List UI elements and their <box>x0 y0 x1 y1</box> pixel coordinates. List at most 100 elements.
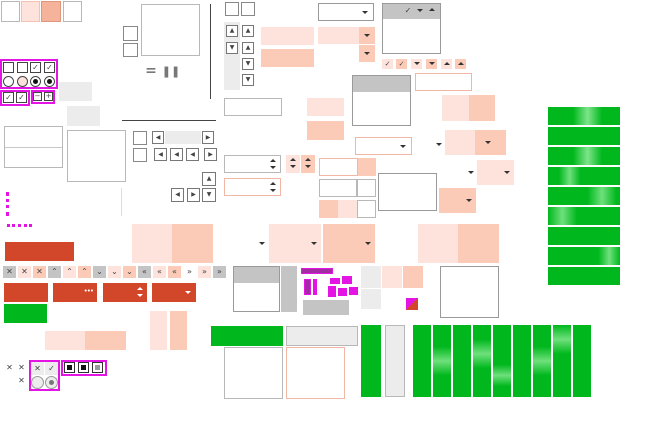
expand-down-hover[interactable]: ⌄ <box>108 266 121 278</box>
combobox-pressed-arrow[interactable] <box>359 45 375 62</box>
flat-button-pressed[interactable] <box>85 331 126 350</box>
checkbox-unchecked[interactable] <box>3 62 14 73</box>
cell-pressed[interactable] <box>319 200 338 218</box>
checkbox-hover[interactable] <box>17 62 28 73</box>
close-button-pressed[interactable]: ✕ <box>3 266 16 278</box>
dropdown-button-pressed[interactable] <box>439 188 462 213</box>
close-button-active[interactable]: ✕ <box>33 266 46 278</box>
collapse-up-hover[interactable]: ⌃ <box>63 266 76 278</box>
large-button-pressed-2[interactable] <box>458 224 499 263</box>
color-swatch[interactable] <box>406 298 418 310</box>
textbox-focus[interactable] <box>415 73 472 91</box>
scroll-right-button[interactable]: ▶ <box>202 131 214 144</box>
radio-checked-hover[interactable] <box>44 76 55 87</box>
combobox-focus[interactable] <box>355 137 412 155</box>
spin-button-pressed[interactable] <box>301 155 315 173</box>
checkbox-checked-focus[interactable]: ✓ <box>3 92 14 103</box>
square-button-2[interactable] <box>123 43 138 57</box>
split-button-hover[interactable] <box>445 130 475 155</box>
accent-dropdown[interactable] <box>152 283 196 302</box>
scroll-left-small[interactable]: ◀ <box>171 188 184 202</box>
large-button-pressed[interactable] <box>172 224 213 263</box>
cell-normal[interactable] <box>357 200 376 218</box>
collapse-up-button[interactable]: ⌃ <box>48 266 61 278</box>
scroll-left-button[interactable]: ◀ <box>152 131 164 144</box>
vertical-handle[interactable] <box>281 266 297 312</box>
radio-checked[interactable] <box>30 76 41 87</box>
close-button-disabled[interactable]: ✕ <box>31 362 44 375</box>
expand-right-hover[interactable]: » <box>198 266 211 278</box>
success-button[interactable] <box>4 304 47 323</box>
large-button-hover[interactable] <box>132 224 172 263</box>
large-split-pressed[interactable] <box>323 224 361 263</box>
textbox-hover[interactable] <box>261 27 314 45</box>
vertical-button-pressed[interactable] <box>170 311 187 350</box>
close-icon[interactable]: ✕ <box>6 362 13 372</box>
cell-hover[interactable] <box>338 200 357 218</box>
radio-disabled[interactable] <box>31 376 44 389</box>
spin-button-hover[interactable] <box>286 155 300 173</box>
checkbox-checked-hover[interactable]: ✓ <box>44 62 55 73</box>
textbox-pressed[interactable] <box>261 49 314 67</box>
stop-button-2[interactable] <box>78 362 89 373</box>
mini-check-button-2[interactable]: ✓ <box>396 59 407 69</box>
vscroll-down-button[interactable]: ▼ <box>226 42 238 54</box>
state-box-hover[interactable] <box>21 1 40 22</box>
nav-first-button[interactable]: ◀ <box>154 148 167 161</box>
vscroll-up-button-3[interactable]: ▲ <box>242 42 254 54</box>
scroll-right-small[interactable]: ▶ <box>187 188 200 202</box>
combobox-hover-text[interactable] <box>318 27 359 44</box>
spin-up-button[interactable]: ▲ <box>202 172 216 186</box>
mini-down-button[interactable] <box>411 59 422 69</box>
edit-normal[interactable] <box>319 179 357 197</box>
expand-button[interactable]: + <box>44 92 53 101</box>
vscroll-down-button-2[interactable]: ▼ <box>242 58 254 70</box>
large-split-hover[interactable] <box>269 224 307 263</box>
nav-next-button[interactable]: ◀ <box>186 148 199 161</box>
check-button-disabled[interactable]: ✓ <box>45 362 58 375</box>
checkbox-checked-focus-2[interactable]: ✓ <box>16 92 27 103</box>
edit-button-normal[interactable] <box>357 179 376 197</box>
listbox-selected-item[interactable] <box>353 76 410 92</box>
text-area[interactable] <box>378 173 437 211</box>
state-box-pressed[interactable] <box>41 1 61 22</box>
large-button-hover-2[interactable] <box>418 224 458 263</box>
vscroll-down-button-3[interactable]: ▼ <box>242 74 254 86</box>
textbox-pressed-2[interactable] <box>307 121 344 140</box>
pink-tile-pressed[interactable] <box>403 266 423 288</box>
scroll-track[interactable] <box>165 131 201 144</box>
radio-disabled-checked[interactable] <box>45 376 58 389</box>
mini-down-button-2[interactable] <box>426 59 437 69</box>
horizontal-handle[interactable] <box>303 300 349 315</box>
expand-down-button[interactable]: ⌄ <box>93 266 106 278</box>
mini-up-button[interactable] <box>441 59 452 69</box>
pink-tile[interactable] <box>382 266 402 288</box>
collapse-up-pressed[interactable]: ⌃ <box>78 266 91 278</box>
edit-button-pressed[interactable] <box>358 158 376 176</box>
vscroll-up-button-2[interactable]: ▲ <box>242 25 254 37</box>
dropdown-button-hover[interactable] <box>477 160 500 185</box>
stop-button[interactable] <box>64 362 75 373</box>
collapse-left-button[interactable]: « <box>138 266 151 278</box>
state-box-normal[interactable] <box>1 1 20 22</box>
close-button-hover[interactable]: ✕ <box>18 266 31 278</box>
state-box-disabled[interactable] <box>63 1 82 22</box>
corner-button[interactable] <box>133 131 147 145</box>
accent-button[interactable] <box>4 283 48 302</box>
expand-down-pressed[interactable]: ⌄ <box>123 266 136 278</box>
vertical-scroll-track[interactable] <box>224 22 240 90</box>
nav-last-button[interactable]: ▶ <box>204 148 217 161</box>
square-button[interactable] <box>123 26 138 41</box>
corner-button-2[interactable] <box>133 148 147 162</box>
accent-more-button[interactable]: ••• <box>53 283 97 302</box>
spinner-normal[interactable] <box>224 155 281 173</box>
collapse-left-pressed[interactable]: « <box>168 266 181 278</box>
accent-spinner[interactable] <box>103 283 147 302</box>
button-hover[interactable] <box>442 95 469 121</box>
radio-unchecked[interactable] <box>3 76 14 87</box>
combobox-normal[interactable] <box>318 3 374 21</box>
expand-right-pressed[interactable]: » <box>213 266 226 278</box>
large-split-arrow-pressed[interactable] <box>361 224 375 263</box>
vertical-button-hover[interactable] <box>150 311 167 350</box>
spinner-focus[interactable] <box>224 178 281 196</box>
